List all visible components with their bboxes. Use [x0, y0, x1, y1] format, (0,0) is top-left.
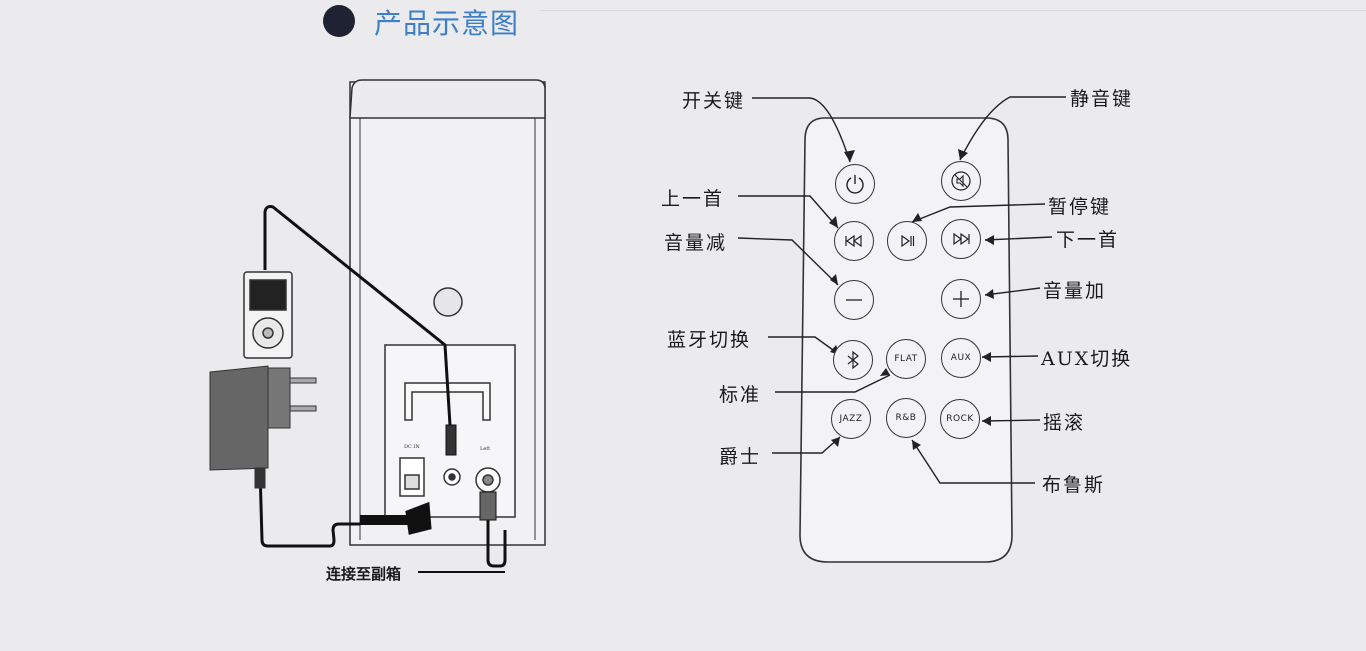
- speaker-illustration: DC IN Left: [349, 79, 546, 546]
- label-vol-up: 音量加: [1043, 280, 1107, 302]
- rock-label: ROCK: [946, 414, 974, 424]
- label-bluetooth: 蓝牙切换: [667, 329, 752, 351]
- connect-subwoofer-label: 连接至副箱: [326, 565, 402, 583]
- jazz-label: JAZZ: [839, 414, 863, 424]
- next-button[interactable]: [941, 219, 981, 259]
- volume-down-button[interactable]: [834, 280, 874, 320]
- flat-label: FLAT: [894, 354, 918, 364]
- page-title: 产品示意图: [374, 7, 520, 40]
- bluetooth-icon: [847, 350, 859, 370]
- label-standard: 标准: [719, 384, 762, 406]
- bluetooth-button[interactable]: [833, 340, 873, 380]
- play-pause-icon: [901, 234, 915, 248]
- volume-up-button[interactable]: [941, 279, 981, 319]
- label-prev: 上一首: [661, 188, 725, 210]
- label-aux: AUX切换: [1041, 348, 1133, 370]
- label-mute: 静音键: [1070, 88, 1134, 110]
- label-blues: 布鲁斯: [1042, 474, 1106, 496]
- label-pause: 暂停键: [1048, 196, 1112, 218]
- play-pause-button[interactable]: [887, 221, 927, 261]
- label-power: 开关键: [682, 90, 746, 112]
- label-next: 下一首: [1056, 229, 1120, 251]
- mute-button[interactable]: [941, 161, 981, 201]
- rock-button[interactable]: ROCK: [940, 399, 980, 439]
- bullet-icon: [323, 5, 355, 37]
- prev-button[interactable]: [834, 221, 874, 261]
- svg-text:DC IN: DC IN: [404, 444, 420, 450]
- power-adapter-illustration: [209, 365, 317, 489]
- svg-text:Left: Left: [480, 446, 490, 452]
- speaker-cables: [258, 205, 507, 568]
- jazz-button[interactable]: JAZZ: [831, 399, 871, 439]
- rnb-label: R&B: [895, 413, 917, 423]
- label-jazz: 爵士: [719, 446, 762, 468]
- minus-icon: [846, 299, 862, 301]
- header: 产品示意图: [0, 0, 1366, 44]
- mute-icon: [951, 171, 971, 191]
- plus-icon: [953, 291, 969, 307]
- aux-label: AUX: [950, 353, 972, 363]
- rewind-icon: [845, 234, 862, 248]
- aux-button[interactable]: AUX: [941, 338, 981, 378]
- power-button[interactable]: [835, 164, 875, 204]
- flat-button[interactable]: FLAT: [886, 339, 926, 379]
- mp3-player-illustration: [243, 271, 293, 359]
- divider: [540, 10, 1366, 11]
- power-icon: [846, 175, 864, 194]
- label-rock: 摇滚: [1043, 412, 1086, 434]
- fast-forward-icon: [953, 232, 970, 246]
- rnb-button[interactable]: R&B: [886, 398, 926, 438]
- label-vol-down: 音量减: [664, 232, 728, 254]
